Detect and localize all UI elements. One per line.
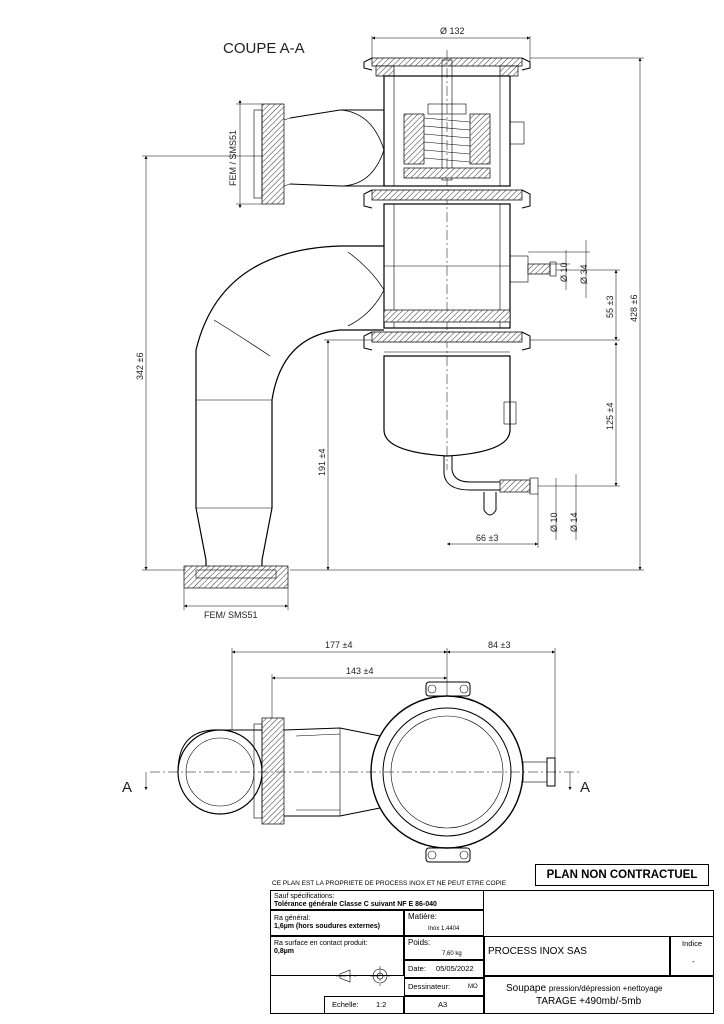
description-cell <box>484 976 714 1014</box>
dim-d14: Ø 14 <box>569 512 579 532</box>
section-marker-right: A <box>580 779 590 796</box>
ra-contact-label: Ra surface en contact produit: <box>274 940 368 947</box>
section-marker-left: A <box>122 779 132 796</box>
dim-h125: 125 ±4 <box>605 403 615 430</box>
indice-value: - <box>692 957 695 966</box>
ra-contact-cell <box>270 936 404 976</box>
indice-cell <box>670 936 714 976</box>
spec-label: Sauf spécifications: <box>274 893 335 900</box>
dim-h55: 55 ±3 <box>605 296 615 318</box>
dessinateur-label: Dessinateur: <box>408 982 451 991</box>
echelle-label: Echelle: <box>332 1000 359 1009</box>
echelle-cell <box>324 996 404 1014</box>
dim-d10-upper: Ø 10 <box>559 262 569 282</box>
dim-height-342: 342 ±6 <box>135 353 145 380</box>
company-cell <box>484 936 670 976</box>
indice-label: Indice <box>682 939 703 948</box>
matiere-label: Matière: <box>408 912 437 921</box>
description-line1-b: pression/dépression +nettoyage <box>548 984 663 993</box>
ra-contact-value: 0,8µm <box>274 948 294 955</box>
valve-section-view: Ø 132 FEM / SMS51 342 ±6 428 ±6 191 ±4 Ø… <box>135 26 644 620</box>
non-contractual-banner: PLAN NON CONTRACTUEL <box>535 864 709 886</box>
projection-symbol-icon <box>336 966 390 986</box>
valve-top-view: A A 177 ±4 143 ±4 84 ±3 <box>122 640 590 863</box>
title-block: CE PLAN EST LA PROPRIETE DE PROCESS INOX… <box>270 880 714 1014</box>
poids-value: 7,60 kg <box>442 951 462 957</box>
company-name: PROCESS INOX SAS <box>488 946 587 957</box>
dim-height-191: 191 ±4 <box>317 449 327 476</box>
dim-port-side: FEM / SMS51 <box>228 130 238 186</box>
date-label: Date: <box>408 964 426 973</box>
description-line1-a: Soupape <box>506 983 547 994</box>
section-title: COUPE A-A <box>223 40 305 57</box>
echelle-value: 1:2 <box>376 1000 387 1009</box>
format-cell <box>404 996 484 1014</box>
dim-w84: 84 ±3 <box>488 640 510 650</box>
ra-label: Ra général: <box>274 915 311 922</box>
spec-value: Tolérance générale Classe C suivant NF E… <box>274 901 437 908</box>
dim-top-diameter: Ø 132 <box>440 26 465 36</box>
matiere-cell <box>404 910 484 936</box>
description-line2: TARAGE +490mb/-5mb <box>536 996 642 1007</box>
dim-d34: Ø 34 <box>579 264 589 284</box>
dessinateur-cell <box>404 978 484 996</box>
spec-cell <box>270 890 484 910</box>
dim-height-428: 428 ±6 <box>629 295 639 322</box>
dessinateur-value: MO <box>468 984 478 990</box>
dim-w177: 177 ±4 <box>325 640 352 650</box>
dim-port-bottom: FEM/ SMS51 <box>204 610 258 620</box>
dim-w66: 66 ±3 <box>476 533 498 543</box>
ra-value: 1,6µm (hors soudures externes) <box>274 923 380 930</box>
date-cell <box>404 960 484 978</box>
poids-label: Poids: <box>408 938 431 947</box>
format-value: A3 <box>438 1000 448 1009</box>
poids-cell <box>404 936 484 960</box>
date-value: 05/05/2022 <box>436 964 474 973</box>
description-line1: Soupape pression/dépression +nettoyage <box>506 983 662 995</box>
ra-cell <box>270 910 404 936</box>
dim-w143: 143 ±4 <box>346 666 373 676</box>
ownership-note: CE PLAN EST LA PROPRIETE DE PROCESS INOX… <box>272 880 507 887</box>
matiere-value: Inox 1.4404 <box>428 926 460 932</box>
dim-d10-lower: Ø 10 <box>549 512 559 532</box>
